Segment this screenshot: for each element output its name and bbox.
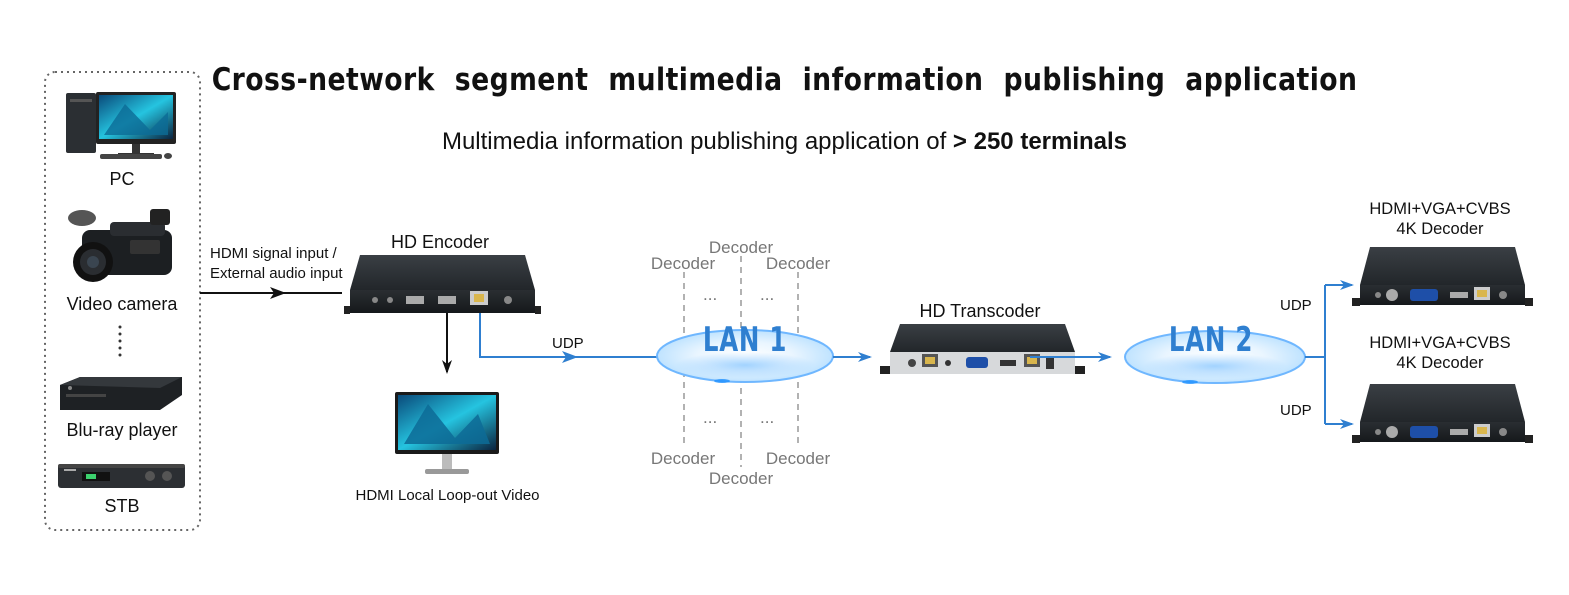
page-subtitle: Multimedia information publishing applic… — [0, 128, 1569, 156]
hd-encoder-device — [344, 255, 541, 314]
input-label-line2: External audio input — [210, 265, 343, 282]
ellipsis-bottom-right: ... — [760, 408, 775, 427]
udp-label-decoder1: UDP — [1280, 297, 1312, 314]
pc-icon — [66, 92, 176, 159]
decoder4k-1-label-line2: 4K Decoder — [1396, 220, 1484, 238]
lan2-ring — [1124, 330, 1306, 384]
loopout-monitor-icon — [395, 392, 499, 474]
ellipsis-top-left: ... — [703, 285, 718, 304]
ellipsis-top-right: ... — [760, 285, 775, 304]
encoder-label: HD Encoder — [390, 232, 490, 252]
video-camera-icon — [68, 209, 172, 282]
subtitle-gt: > — [952, 128, 967, 155]
lan2-label: LAN 2 — [1168, 320, 1254, 360]
lan2-to-decoders-line — [1305, 285, 1326, 358]
4k-decoder-device-2 — [1352, 384, 1533, 443]
stb-icon — [58, 464, 185, 488]
encoder-udp-arrowhead — [562, 351, 578, 363]
input-label-line1: HDMI signal input / — [210, 245, 337, 262]
subtitle-text: Multimedia information publishing applic… — [441, 128, 953, 155]
decoder4k-2-label-line2: 4K Decoder — [1396, 354, 1484, 372]
source-label-stb: STB — [104, 496, 140, 516]
source-label-bluray: Blu-ray player — [66, 420, 178, 440]
ellipsis-bottom-left: ... — [703, 408, 718, 427]
4k-decoder-device-1 — [1352, 247, 1533, 306]
hd-transcoder-device — [880, 324, 1085, 374]
source-panel — [44, 71, 201, 531]
page-title: Cross-network segment multimedia informa… — [211, 62, 1358, 98]
decoder-label-top-left: Decoder — [650, 254, 716, 273]
udp-label-decoder2: UDP — [1280, 402, 1312, 419]
lan1-ring — [656, 329, 834, 383]
decoder-dashed-lines — [683, 256, 799, 467]
bluray-player-icon — [60, 377, 182, 410]
decoder-label-bottom-center: Decoder — [708, 469, 774, 488]
encoder-to-lan1-line — [479, 313, 657, 358]
decoder-label-top-center: Decoder — [708, 238, 774, 257]
subtitle-emphasis: 250 terminals — [973, 128, 1128, 155]
decoder-label-bottom-left: Decoder — [650, 449, 716, 468]
source-label-camera: Video camera — [66, 294, 178, 314]
udp-label-encoder: UDP — [552, 335, 584, 352]
decoder4k-1-label-line1: HDMI+VGA+CVBS — [1369, 200, 1511, 218]
input-arrowhead — [270, 287, 286, 299]
more-sources-ellipsis — [118, 325, 122, 357]
decoder4k-2-label-line1: HDMI+VGA+CVBS — [1369, 334, 1511, 352]
lan1-label: LAN 1 — [702, 320, 788, 360]
source-label-pc: PC — [109, 169, 135, 189]
loopout-label: HDMI Local Loop-out Video — [355, 487, 540, 504]
decoder-label-bottom-right: Decoder — [765, 449, 831, 468]
transcoder-label: HD Transcoder — [919, 301, 1041, 321]
decoder-label-top-right: Decoder — [765, 254, 831, 273]
